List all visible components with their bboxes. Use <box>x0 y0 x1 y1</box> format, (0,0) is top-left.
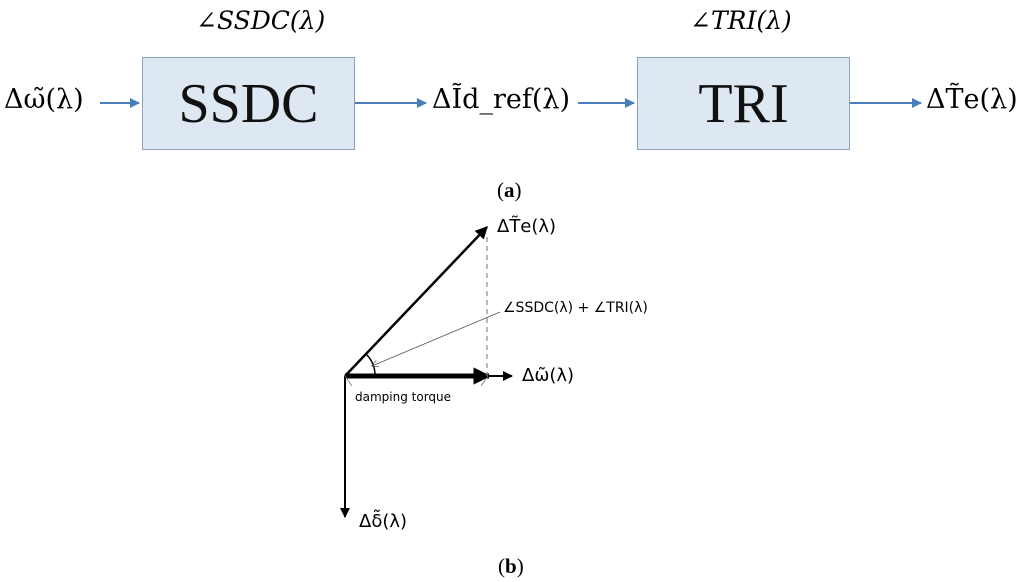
te-vector-label: ΔT̃e(λ) <box>497 216 557 237</box>
ssdc-angle-label: ∠SSDC(λ) <box>196 6 326 35</box>
caption-b-letter: b <box>505 554 517 578</box>
caption-b-close: ) <box>516 554 524 578</box>
damping-torque-label: damping torque <box>355 390 452 404</box>
tri-block: TRI <box>637 57 850 150</box>
delta-vector-label: Δδ̃(λ) <box>359 511 408 532</box>
caption-b-open: ( <box>498 554 505 578</box>
angle-pointer <box>372 311 501 366</box>
omega-vector-label: Δω̃(λ) <box>522 365 575 386</box>
te-vector <box>344 226 488 377</box>
input-signal-label: Δω̃(λ) <box>4 84 84 115</box>
caption-b: (b) <box>498 556 524 577</box>
tri-angle-label: ∠TRI(λ) <box>690 6 792 35</box>
middle-signal-label: ΔĨd_ref(λ) <box>432 84 571 115</box>
caption-a-close: ) <box>514 178 522 202</box>
caption-a-open: ( <box>497 178 504 202</box>
caption-a: (a) <box>497 180 522 201</box>
angle-sum-label: ∠SSDC(λ) + ∠TRI(λ) <box>503 300 648 316</box>
output-signal-label: ΔT̃e(λ) <box>926 84 1018 115</box>
ssdc-block: SSDC <box>142 57 355 150</box>
damping-tick-right <box>480 375 489 387</box>
damping-tick-left <box>344 375 353 387</box>
caption-a-letter: a <box>504 178 515 202</box>
